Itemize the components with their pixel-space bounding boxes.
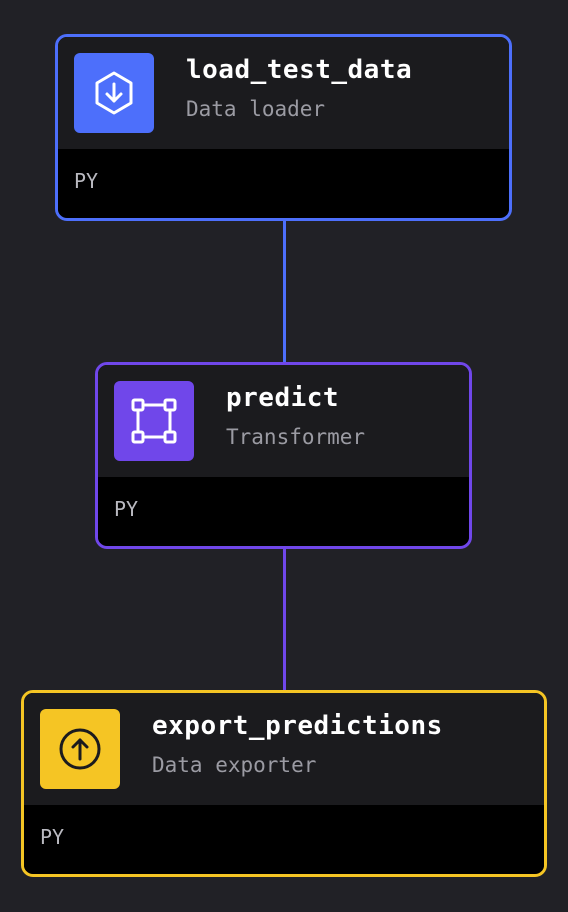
block-footer: PY: [24, 805, 544, 871]
block-name: load_test_data: [186, 55, 413, 85]
block-type: Data exporter: [152, 753, 317, 777]
block-predict[interactable]: predict Transformer PY: [95, 362, 472, 549]
upload-circle-icon: [59, 728, 101, 770]
download-hexagon-icon: [95, 71, 133, 115]
block-language: PY: [74, 169, 99, 193]
block-load-test-data[interactable]: load_test_data Data loader PY: [55, 34, 512, 221]
transformer-icon: [114, 381, 194, 461]
block-language: PY: [40, 825, 65, 849]
block-header: export_predictions Data exporter: [24, 693, 544, 805]
block-footer: PY: [98, 477, 469, 543]
block-export-predictions[interactable]: export_predictions Data exporter PY: [21, 690, 547, 877]
data-loader-icon: [74, 53, 154, 133]
block-footer: PY: [58, 149, 509, 215]
block-name: predict: [226, 383, 340, 413]
block-type: Data loader: [186, 97, 326, 121]
edge-load-to-predict: [283, 219, 286, 365]
block-header: predict Transformer: [98, 365, 469, 477]
block-type: Transformer: [226, 425, 366, 449]
block-header: load_test_data Data loader: [58, 37, 509, 149]
edge-predict-to-export: [283, 547, 286, 693]
block-name: export_predictions: [152, 711, 443, 741]
data-exporter-icon: [40, 709, 120, 789]
block-language: PY: [114, 497, 139, 521]
transform-square-icon: [131, 398, 177, 444]
